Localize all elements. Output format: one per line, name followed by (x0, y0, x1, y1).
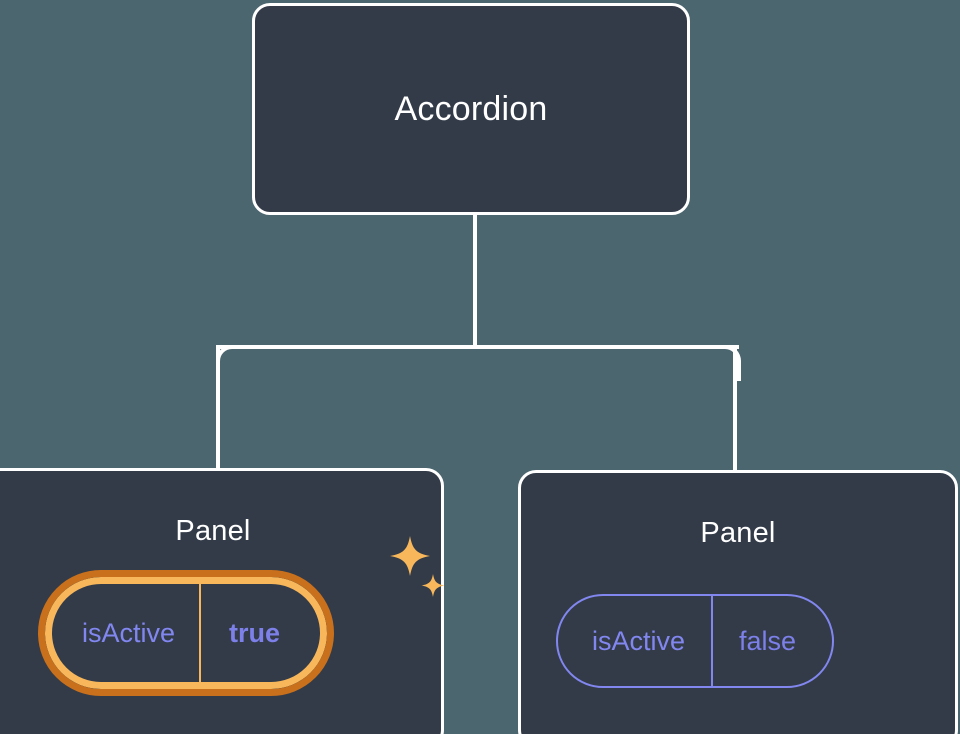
prop-pill-isactive-true[interactable]: isActive true (38, 570, 335, 696)
connector-elbow-left (216, 345, 252, 381)
prop-pill-divider (199, 584, 202, 682)
node-label-accordion: Accordion (394, 89, 548, 128)
prop-key-label: isActive (592, 625, 686, 656)
node-label-panel-active: Panel (175, 515, 251, 547)
prop-value-label: false (739, 625, 797, 656)
prop-pill-outline: isActive false (556, 594, 835, 688)
highlight-ring-outer: isActive true (38, 570, 335, 696)
tree-node-accordion[interactable]: Accordion (252, 3, 690, 215)
connector-elbow-right (705, 345, 741, 381)
connector-drop-right (733, 347, 737, 472)
connector-root-stem (473, 215, 477, 347)
highlight-ring-inner: isActive true (45, 577, 328, 689)
prop-value-label: true (229, 617, 281, 648)
prop-pill-divider (711, 596, 714, 686)
prop-pill-isactive-false[interactable]: isActive false (556, 594, 835, 688)
connector-drop-left (216, 347, 220, 472)
node-label-panel-inactive: Panel (700, 517, 776, 549)
prop-key-label: isActive (82, 617, 176, 648)
connector-horizontal-bar (216, 345, 739, 349)
